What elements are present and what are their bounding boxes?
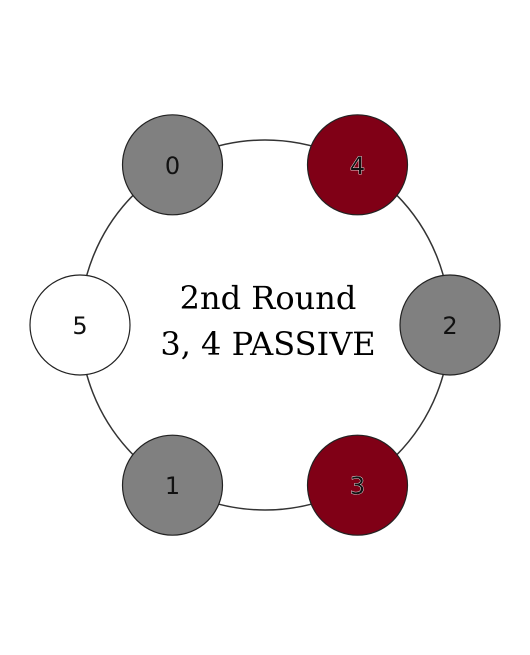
round-title: 2nd Round [180,279,357,317]
node-0: 0 [121,114,224,216]
node-1: 1 [121,434,224,536]
node-5-circle [29,274,131,376]
node-1-circle [121,434,224,536]
node-4-circle [306,114,409,216]
node-2-circle [399,274,501,376]
node-1-label: 1 [165,472,180,500]
node-4: 4 [306,114,409,216]
node-4-label: 4 [350,152,365,180]
node-0-label: 0 [165,152,180,180]
node-group: 0 4 2 3 1 5 [29,114,501,536]
node-2: 2 [399,274,501,376]
node-3-label: 3 [350,472,365,500]
node-0-circle [121,114,224,216]
node-5: 5 [29,274,131,376]
node-3: 3 [306,434,409,536]
node-5-label: 5 [72,312,87,340]
node-3-circle [306,434,409,536]
node-2-label: 2 [442,312,457,340]
passive-status: 3, 4 PASSIVE [160,325,375,363]
